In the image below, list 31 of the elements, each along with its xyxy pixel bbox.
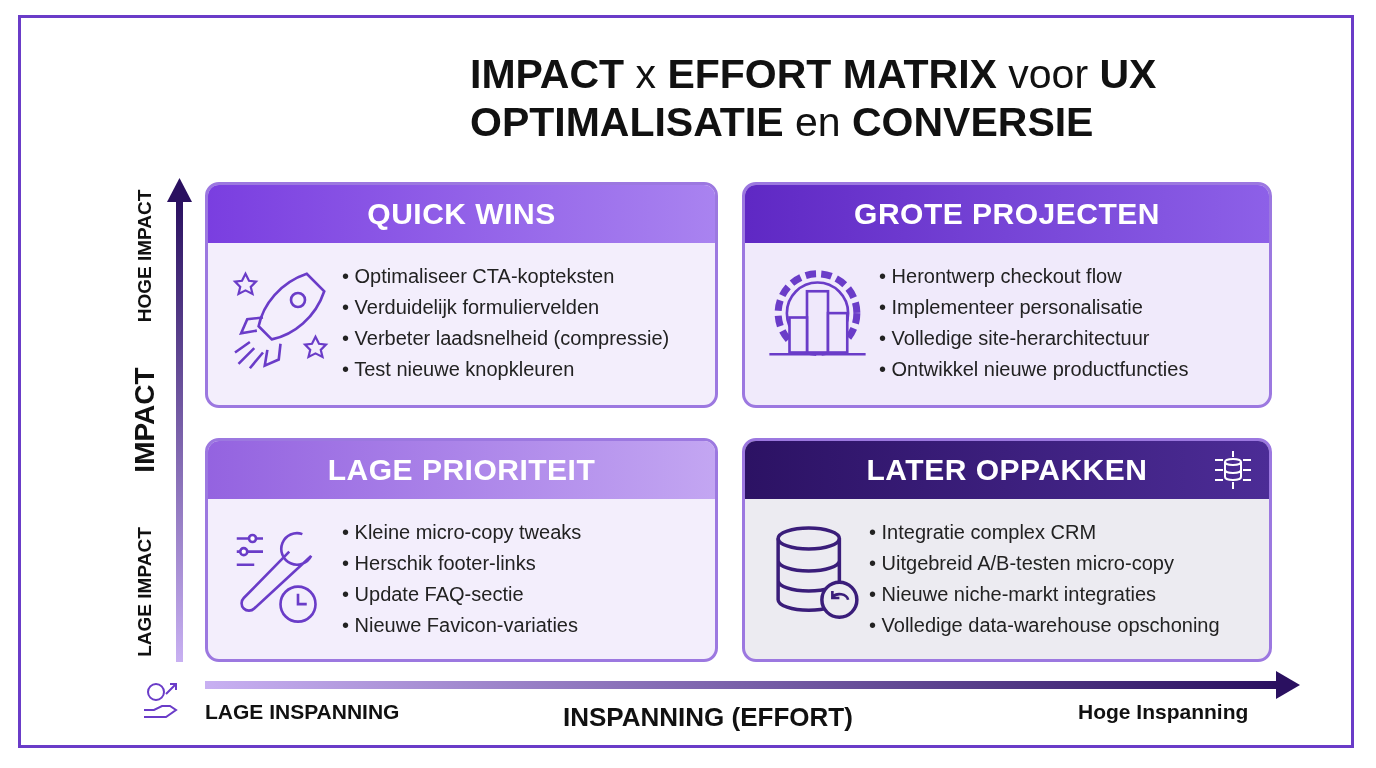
quadrant-heading: QUICK WINS <box>208 185 715 243</box>
axis-label: IMPACT <box>129 367 161 473</box>
bullet-item: • Optimaliseer CTA-kopteksten <box>342 264 616 289</box>
bullet-item: • Herschik footer-links <box>342 551 537 576</box>
quadrant-heading: LATER OPPAKKEN <box>745 441 1269 499</box>
quadrant-heading: LAGE PRIORITEIT <box>208 441 715 499</box>
bullet-item: • Integratie complex CRM <box>869 520 1098 545</box>
axis-label: Hoge Inspanning <box>1078 700 1249 724</box>
quadrant-card <box>742 438 1272 662</box>
bullet-item: • Nieuwe Favicon-variaties <box>342 613 579 638</box>
title: IMPACT x EFFORT MATRIX voor UX OPTIMALISATIE en CONVERSIE <box>470 50 1158 146</box>
axis-label: HOGE IMPACT <box>134 189 156 323</box>
bullet-item: • Test nieuwe knopkleuren <box>342 357 576 382</box>
quadrant-heading: GROTE PROJECTEN <box>745 185 1269 243</box>
axis-label: LAGE IMPACT <box>134 527 156 657</box>
bullet-item: • Volledige site-herarchitectuur <box>879 326 1151 351</box>
bullet-item: • Verduidelijk formuliervelden <box>342 295 601 320</box>
axis-label: INSPANNING (EFFORT) <box>563 702 853 733</box>
bullet-item: • Herontwerp checkout flow <box>879 264 1123 289</box>
bullet-item: • Uitgebreid A/B-testen micro-copy <box>869 551 1175 576</box>
bullet-item: • Update FAQ-sectie <box>342 582 525 607</box>
bullet-item: • Ontwikkel nieuwe productfuncties <box>879 357 1189 382</box>
quadrant-card <box>205 182 718 408</box>
bullet-item: • Volledige data-warehouse opschoning <box>869 613 1220 638</box>
axis-label: LAGE INSPANNING <box>205 700 400 724</box>
bullet-item: • Implementeer personalisatie <box>879 295 1144 320</box>
quadrant-card <box>205 438 718 662</box>
quadrant-card <box>742 182 1272 408</box>
bullet-item: • Verbeter laadsnelheid (compressie) <box>342 326 670 351</box>
bullet-item: • Kleine micro-copy tweaks <box>342 520 582 545</box>
bullet-item: • Nieuwe niche-markt integraties <box>869 582 1158 607</box>
